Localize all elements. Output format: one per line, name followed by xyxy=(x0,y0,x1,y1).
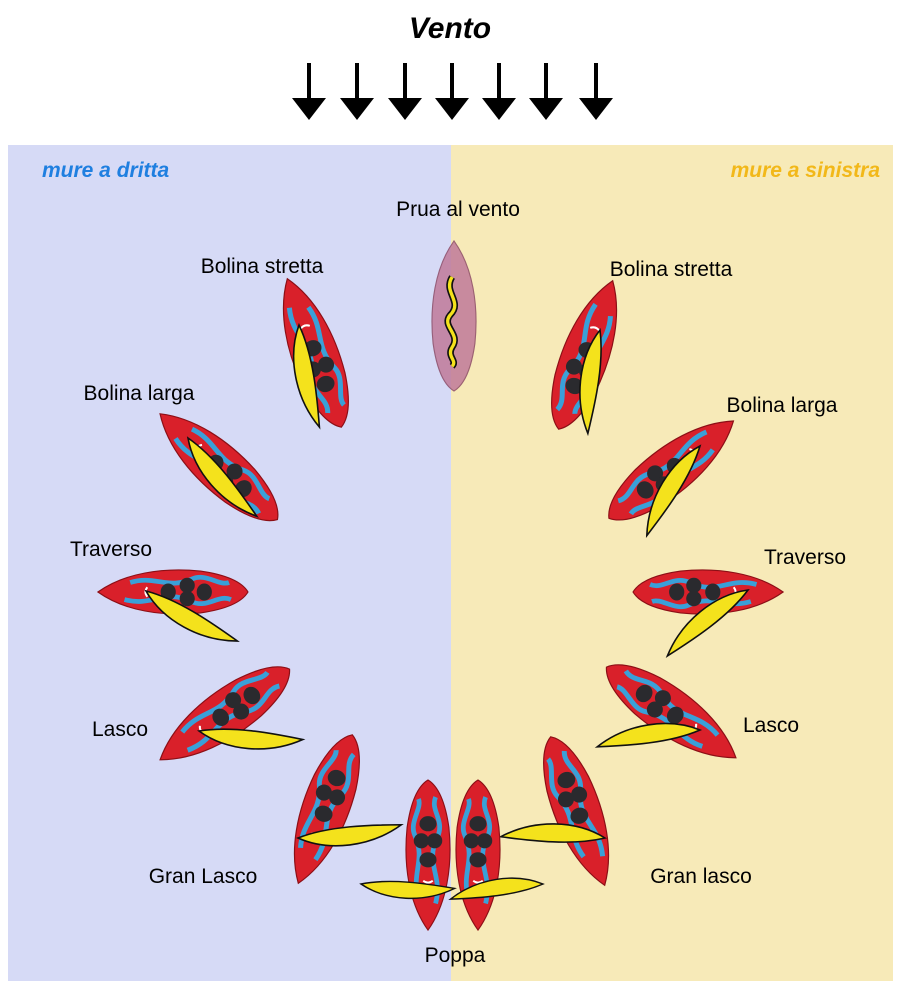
wind-arrow-icon xyxy=(579,63,613,120)
wind-arrows xyxy=(292,63,613,120)
label-prua-al-vento: Prua al vento xyxy=(396,198,520,221)
wind-arrow-icon xyxy=(292,63,326,120)
label-left-lasco: Lasco xyxy=(92,718,148,741)
label-right-lasco: Lasco xyxy=(743,714,799,737)
side-label-left: mure a dritta xyxy=(42,159,170,182)
label-poppa: Poppa xyxy=(425,944,486,967)
wind-title: Vento xyxy=(409,12,491,45)
label-right-bolina-larga: Bolina larga xyxy=(727,394,838,417)
label-left-bolina-stretta: Bolina stretta xyxy=(201,255,324,278)
side-label-right: mure a sinistra xyxy=(731,159,881,182)
label-right-gran-lasco: Gran lasco xyxy=(650,865,752,888)
wind-arrow-icon xyxy=(340,63,374,120)
label-left-traverso: Traverso xyxy=(70,538,152,561)
wind-arrow-icon xyxy=(388,63,422,120)
label-left-gran-lasco: Gran Lasco xyxy=(149,865,258,888)
label-right-traverso: Traverso xyxy=(764,546,846,569)
label-left-bolina-larga: Bolina larga xyxy=(84,382,195,405)
label-right-bolina-stretta: Bolina stretta xyxy=(610,258,733,281)
wind-arrow-icon xyxy=(482,63,516,120)
wind-arrow-icon xyxy=(435,63,469,120)
wind-arrow-icon xyxy=(529,63,563,120)
